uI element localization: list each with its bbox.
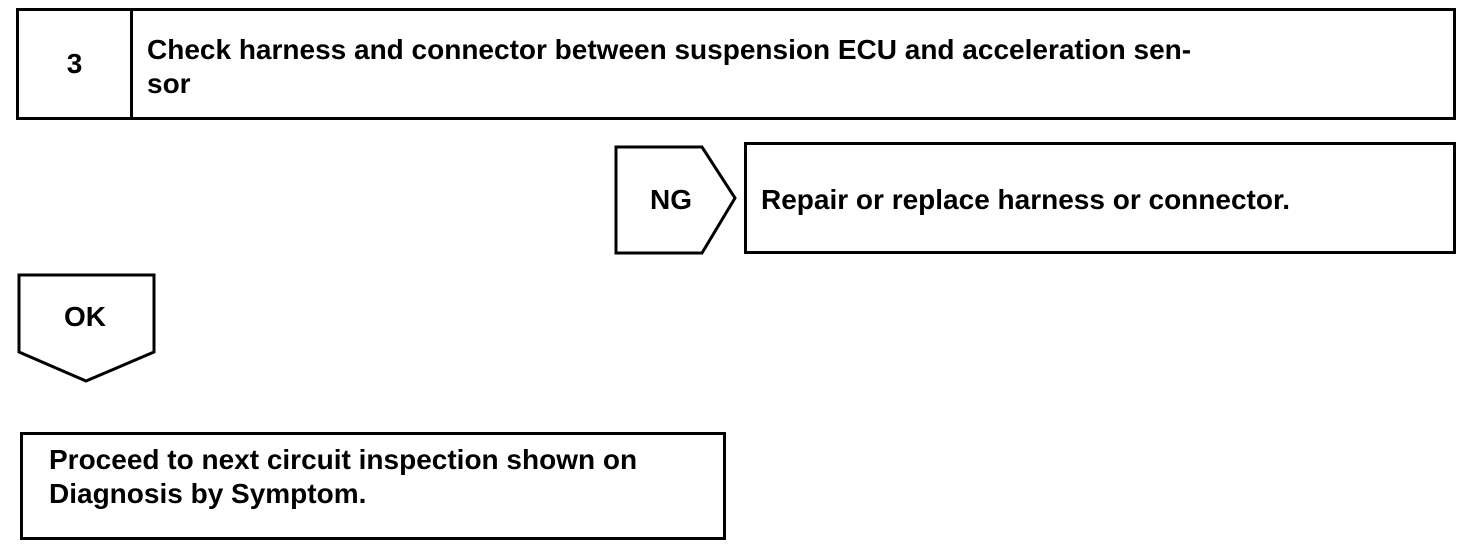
ng-label: NG (650, 184, 692, 215)
ok-label: OK (64, 301, 106, 332)
ng-arrow-shape (614, 145, 737, 255)
ok-arrow-shape (17, 273, 156, 383)
step-box: 3 Check harness and connector between su… (16, 8, 1456, 120)
step-number: 3 (19, 11, 133, 117)
ok-action-text: Proceed to next circuit inspection shown… (49, 444, 638, 509)
ng-action-box: Repair or replace harness or connector. (744, 142, 1456, 254)
ok-action-box: Proceed to next circuit inspection shown… (20, 432, 726, 540)
ng-action-text: Repair or replace harness or connector. (761, 184, 1291, 215)
step-title: Check harness and connector between susp… (147, 34, 1192, 99)
